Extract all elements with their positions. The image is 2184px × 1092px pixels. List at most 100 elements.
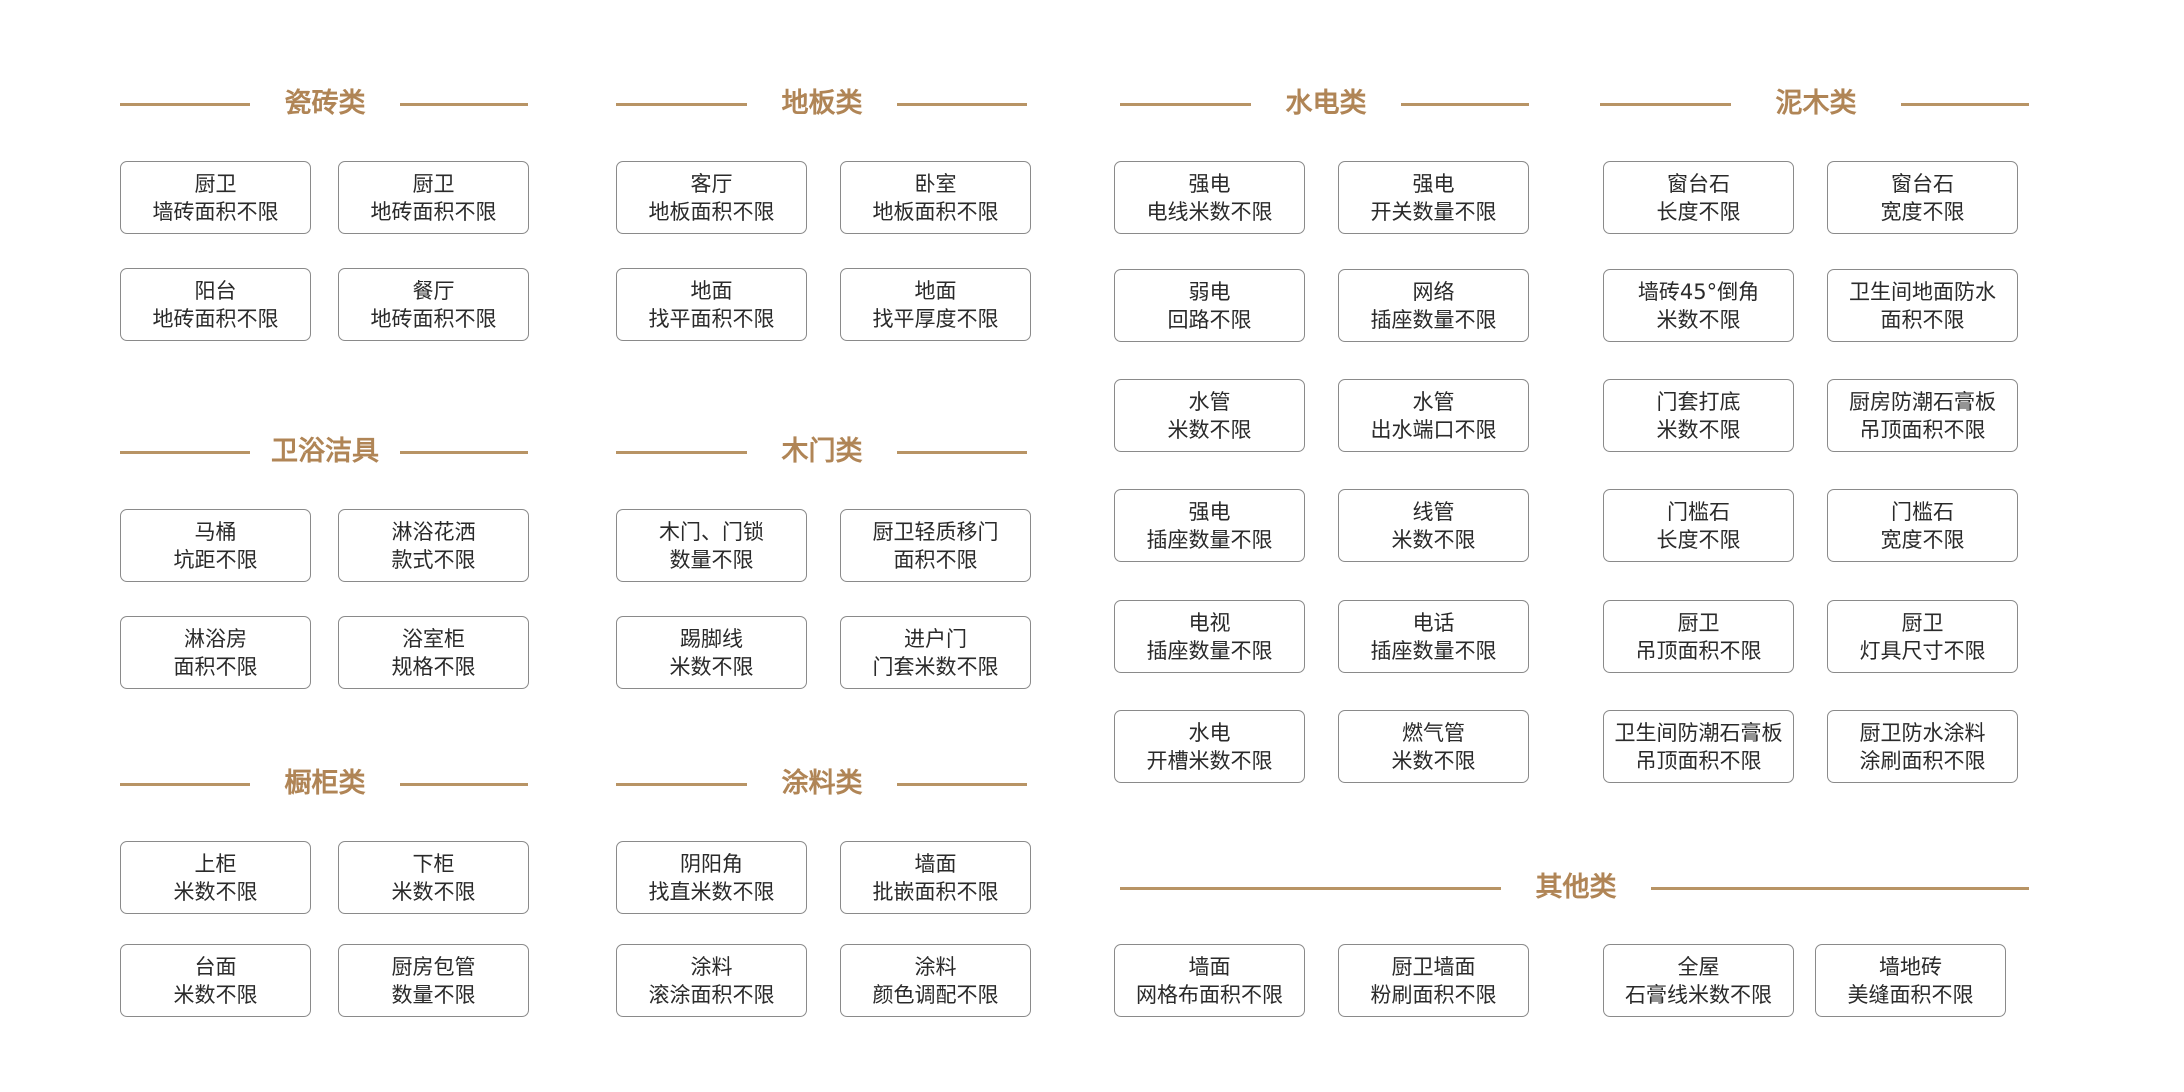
other-section-header: 其他类: [0, 868, 2184, 908]
cabinet-item-card: 台面米数不限: [120, 944, 311, 1017]
item-name: 厨卫防水涂料: [1859, 720, 1986, 745]
sanitary-section-header: 卫浴洁具: [0, 432, 2184, 472]
header-divider-line: [400, 451, 528, 454]
door-item-card: 厨卫轻质移门面积不限: [840, 509, 1031, 582]
item-name: 门套打底: [1656, 389, 1741, 414]
masonry-section-title: 泥木类: [1775, 88, 1857, 119]
plumbing-item-card: 电话插座数量不限: [1338, 600, 1529, 673]
header-divider-line: [1120, 103, 1251, 106]
item-name: 墙面: [914, 851, 957, 876]
item-detail: 坑距不限: [173, 547, 258, 572]
item-name: 墙地砖: [1879, 954, 1942, 979]
item-name: 墙面: [1188, 954, 1231, 979]
item-name: 弱电: [1188, 279, 1231, 304]
header-divider-line: [897, 103, 1027, 106]
item-name: 卫生间地面防水: [1849, 279, 1996, 304]
plumbing-item-card: 强电开关数量不限: [1338, 161, 1529, 234]
door-item-card: 进户门门套米数不限: [840, 616, 1031, 689]
item-detail: 数量不限: [391, 982, 476, 1007]
item-name: 全屋: [1677, 954, 1720, 979]
masonry-item-card: 厨卫防水涂料涂刷面积不限: [1827, 710, 2018, 783]
item-detail: 地板面积不限: [648, 199, 775, 224]
item-detail: 规格不限: [391, 654, 476, 679]
item-detail: 米数不限: [391, 879, 476, 904]
masonry-section-header: 泥木类: [0, 84, 2184, 124]
item-detail: 涂刷面积不限: [1859, 748, 1986, 773]
header-divider-line: [616, 103, 747, 106]
item-detail: 网格布面积不限: [1136, 982, 1283, 1007]
header-divider-line: [897, 451, 1027, 454]
item-detail: 石膏线米数不限: [1625, 982, 1772, 1007]
item-name: 厨卫: [194, 171, 237, 196]
item-detail: 插座数量不限: [1146, 527, 1273, 552]
item-detail: 米数不限: [669, 654, 754, 679]
plumbing-item-card: 强电插座数量不限: [1114, 489, 1305, 562]
tile-item-card: 阳台地砖面积不限: [120, 268, 311, 341]
floor-item-card: 客厅地板面积不限: [616, 161, 807, 234]
item-detail: 地板面积不限: [872, 199, 999, 224]
item-name: 涂料: [914, 954, 957, 979]
other-item-card: 全屋石膏线米数不限: [1603, 944, 1794, 1017]
plumbing-item-card: 线管米数不限: [1338, 489, 1529, 562]
header-divider-line: [616, 451, 747, 454]
plumbing-item-card: 燃气管米数不限: [1338, 710, 1529, 783]
masonry-item-card: 厨房防潮石膏板吊顶面积不限: [1827, 379, 2018, 452]
item-name: 进户门: [904, 626, 967, 651]
item-name: 电视: [1188, 610, 1231, 635]
paint-section-title: 涂料类: [781, 768, 863, 799]
door-section-title: 木门类: [781, 436, 863, 467]
item-name: 强电: [1188, 171, 1231, 196]
item-detail: 面积不限: [173, 654, 258, 679]
item-name: 涂料: [690, 954, 733, 979]
cabinet-section-title: 橱柜类: [284, 768, 366, 799]
item-detail: 找直米数不限: [648, 879, 775, 904]
item-detail: 颜色调配不限: [872, 982, 999, 1007]
item-detail: 电线米数不限: [1146, 199, 1273, 224]
paint-section-header: 涂料类: [0, 764, 2184, 804]
masonry-item-card: 卫生间地面防水面积不限: [1827, 269, 2018, 342]
item-name: 电话: [1412, 610, 1455, 635]
paint-item-card: 涂料颜色调配不限: [840, 944, 1031, 1017]
item-name: 淋浴花洒: [391, 519, 476, 544]
item-detail: 粉刷面积不限: [1370, 982, 1497, 1007]
masonry-item-card: 厨卫吊顶面积不限: [1603, 600, 1794, 673]
plumbing-section-title: 水电类: [1285, 88, 1367, 119]
item-detail: 米数不限: [1656, 417, 1741, 442]
masonry-item-card: 卫生间防潮石膏板吊顶面积不限: [1603, 710, 1794, 783]
item-name: 水电: [1188, 720, 1231, 745]
item-name: 阳台: [194, 278, 237, 303]
item-name: 门槛石: [1891, 499, 1954, 524]
item-name: 卧室: [914, 171, 957, 196]
header-divider-line: [400, 103, 528, 106]
item-detail: 宽度不限: [1880, 199, 1965, 224]
plumbing-item-card: 电视插座数量不限: [1114, 600, 1305, 673]
item-name: 木门、门锁: [659, 519, 764, 544]
header-divider-line: [1901, 103, 2029, 106]
item-name: 门槛石: [1667, 499, 1730, 524]
header-divider-line: [400, 783, 528, 786]
door-item-card: 木门、门锁数量不限: [616, 509, 807, 582]
masonry-item-card: 门槛石长度不限: [1603, 489, 1794, 562]
item-detail: 墙砖面积不限: [152, 199, 279, 224]
item-name: 厨房包管: [391, 954, 476, 979]
item-name: 淋浴房: [184, 626, 247, 651]
item-name: 燃气管: [1402, 720, 1465, 745]
sanitary-section-title: 卫浴洁具: [271, 436, 379, 467]
item-detail: 地砖面积不限: [370, 306, 497, 331]
masonry-item-card: 墙砖45°倒角米数不限: [1603, 269, 1794, 342]
item-name: 厨卫轻质移门: [872, 519, 999, 544]
item-detail: 门套米数不限: [872, 654, 999, 679]
item-name: 厨卫: [1677, 610, 1720, 635]
item-detail: 宽度不限: [1880, 527, 1965, 552]
item-detail: 美缝面积不限: [1847, 982, 1974, 1007]
item-detail: 米数不限: [173, 982, 258, 1007]
item-name: 踢脚线: [680, 626, 743, 651]
door-item-card: 踢脚线米数不限: [616, 616, 807, 689]
header-divider-line: [1120, 887, 1501, 890]
item-detail: 灯具尺寸不限: [1859, 638, 1986, 663]
cabinet-section-header: 橱柜类: [0, 764, 2184, 804]
paint-item-card: 涂料滚涂面积不限: [616, 944, 807, 1017]
header-divider-line: [1600, 103, 1731, 106]
item-name: 强电: [1412, 171, 1455, 196]
item-name: 水管: [1188, 389, 1231, 414]
